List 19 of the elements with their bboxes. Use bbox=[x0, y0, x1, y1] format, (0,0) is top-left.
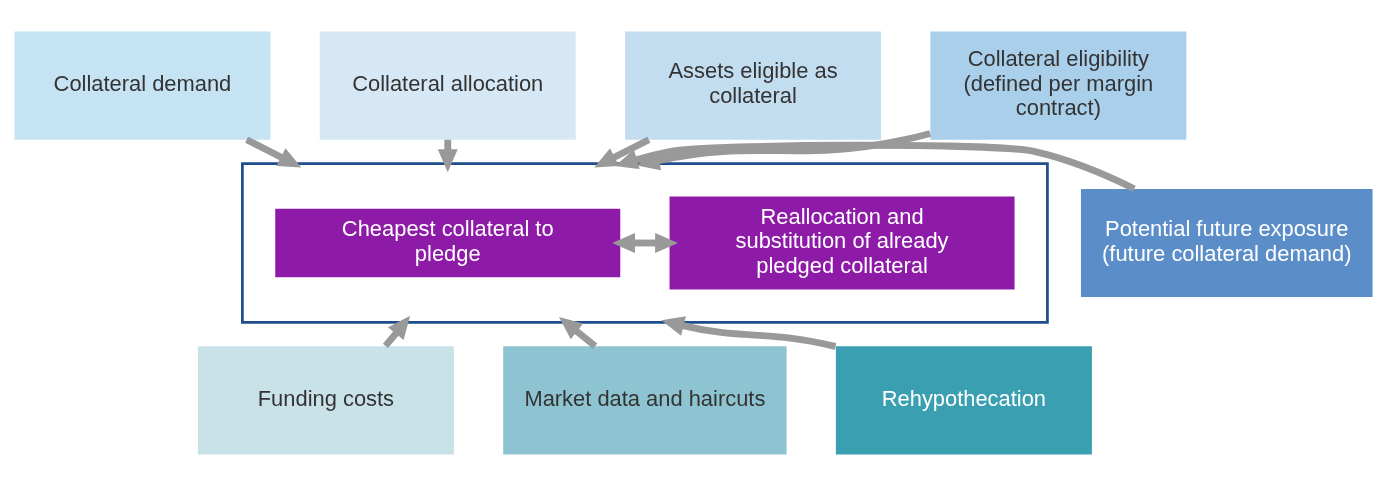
arrow bbox=[636, 130, 932, 171]
arrow bbox=[614, 141, 1136, 192]
arrow bbox=[594, 136, 651, 168]
arrow bbox=[661, 316, 839, 350]
node-box: Collateral demand bbox=[14, 31, 271, 140]
node-box: Cheapest collateral to pledge bbox=[275, 208, 621, 278]
arrow bbox=[558, 317, 598, 349]
node-box: Rehypothecation bbox=[835, 346, 1092, 455]
node-box: Collateral allocation bbox=[319, 31, 576, 140]
node-box: Collateral eligibility (defined per margin contract) bbox=[930, 31, 1187, 140]
node-box: Potential future exposure (future collateral demand) bbox=[1080, 188, 1373, 298]
arrow bbox=[382, 315, 411, 349]
node-box: Assets eligible as collateral bbox=[625, 31, 882, 140]
cluster bbox=[241, 162, 1049, 324]
node-box: Market data and haircuts bbox=[503, 346, 787, 455]
arrow bbox=[245, 136, 302, 168]
node-box: Reallocation and substitution of already pledged collateral bbox=[669, 196, 1015, 290]
node-box: Funding costs bbox=[197, 346, 454, 455]
arrow bbox=[612, 232, 679, 254]
